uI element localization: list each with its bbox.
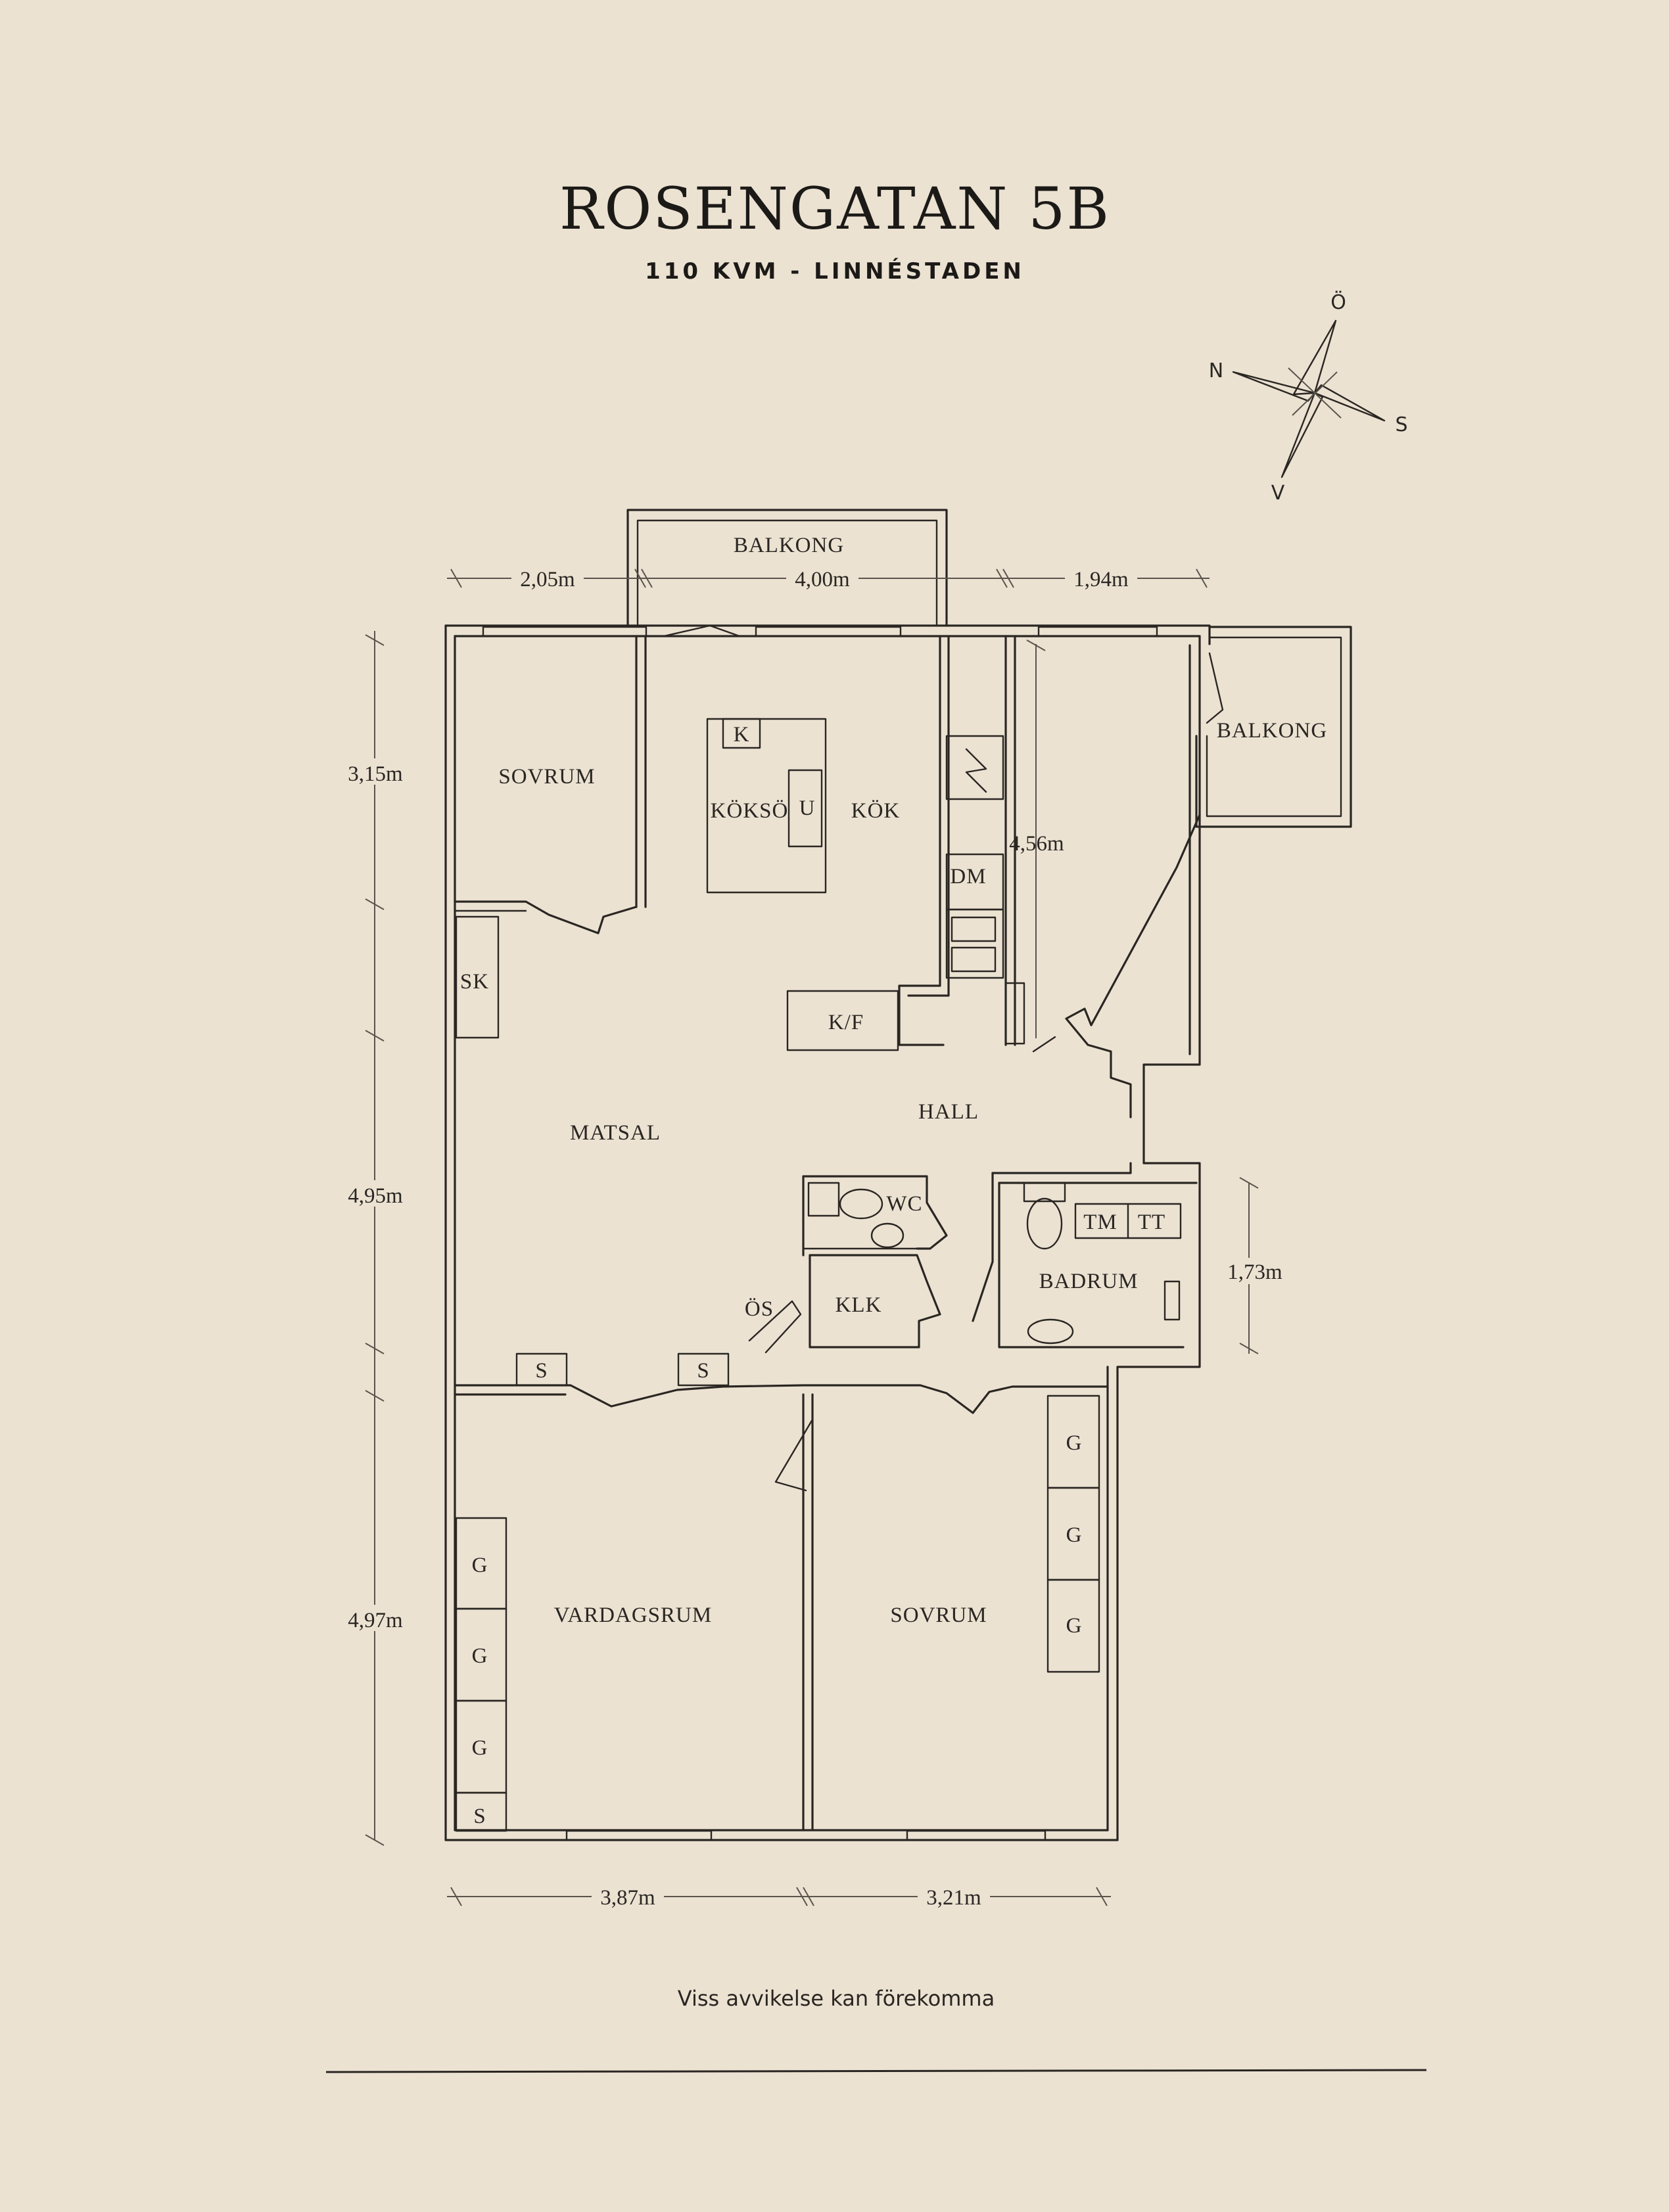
klk-closet bbox=[748, 1254, 941, 1354]
compass-west-label: V bbox=[1271, 482, 1285, 505]
sk-cabinet bbox=[455, 915, 500, 1039]
s-left-label: S bbox=[535, 1359, 548, 1383]
dim-left-mid: 4,95m bbox=[348, 1184, 403, 1208]
wc-label: WC bbox=[886, 1192, 922, 1216]
compass-east-label: Ö bbox=[1330, 290, 1346, 314]
dim-left-upper: 3,15m bbox=[348, 762, 403, 786]
tm-label: TM bbox=[1083, 1210, 1117, 1234]
dim-left-lower: 4,97m bbox=[348, 1609, 403, 1632]
compass-south-label: S bbox=[1395, 413, 1407, 436]
sovrum-top-label: SOVRUM bbox=[498, 765, 595, 789]
tt-label: TT bbox=[1138, 1210, 1165, 1234]
wardrobe-g2-label: G bbox=[472, 1644, 488, 1668]
wardrobe-g6-label: G bbox=[1066, 1614, 1083, 1638]
kitchen-island bbox=[706, 718, 827, 894]
compass-north-label: N bbox=[1209, 359, 1223, 382]
footer-divider bbox=[325, 2069, 1427, 2073]
badrum-label: BADRUM bbox=[1039, 1270, 1139, 1293]
balkong-right-label: BALKONG bbox=[1217, 719, 1327, 743]
wardrobe-g5-label: G bbox=[1066, 1523, 1083, 1547]
s-mid-label: S bbox=[697, 1359, 709, 1383]
u-label: U bbox=[799, 796, 816, 820]
dim-bottom-right: 3,21m bbox=[926, 1886, 981, 1910]
kf-label: K/F bbox=[828, 1011, 864, 1034]
bathroom bbox=[972, 1162, 1198, 1348]
top-windows bbox=[482, 624, 1158, 637]
dim-top-right: 1,94m bbox=[1073, 568, 1129, 591]
koksö-label: KÖKSÖ bbox=[711, 799, 789, 823]
disclaimer-note: Viss avvikelse kan förekomma bbox=[678, 1986, 995, 2011]
hall-label: HALL bbox=[918, 1100, 979, 1124]
hall-walls bbox=[1032, 814, 1201, 1118]
wardrobe-g1-label: G bbox=[472, 1554, 488, 1577]
os-label: ÖS bbox=[745, 1297, 774, 1321]
sovrum-top-walls bbox=[454, 635, 647, 934]
bottom-windows bbox=[565, 1830, 1046, 1841]
sovrum-bottom-label: SOVRUM bbox=[890, 1603, 987, 1627]
dim-hall-vertical: 4,56m bbox=[1009, 832, 1064, 856]
page-subtitle: 110 KVM - LINNÉSTADEN bbox=[645, 258, 1025, 285]
klk-label: KLK bbox=[835, 1293, 882, 1317]
dim-bath-right: 1,73m bbox=[1227, 1260, 1282, 1284]
vardagsrum-label: VARDAGSRUM bbox=[554, 1603, 712, 1627]
k-label: K bbox=[734, 723, 750, 747]
balkong-top-label: BALKONG bbox=[734, 534, 844, 557]
sk-label: SK bbox=[460, 970, 489, 994]
wardrobes-left bbox=[455, 1517, 507, 1832]
wardrobe-g4-label: G bbox=[1066, 1431, 1083, 1455]
compass-rose-icon: Ö N S V bbox=[1209, 290, 1408, 505]
dm-label: DM bbox=[950, 865, 986, 888]
right-balcony bbox=[1195, 626, 1352, 828]
wardrobes-right bbox=[1046, 1394, 1100, 1673]
dim-bottom-left: 3,87m bbox=[600, 1886, 655, 1910]
matsal-label: MATSAL bbox=[570, 1121, 661, 1145]
page-title: ROSENGATAN 5B bbox=[559, 175, 1110, 242]
dim-top-left: 2,05m bbox=[520, 568, 575, 591]
kok-label: KÖK bbox=[851, 799, 901, 823]
mid-walls bbox=[454, 1352, 1109, 1832]
wardrobe-g3-label: G bbox=[472, 1736, 488, 1760]
dim-top-mid: 4,00m bbox=[795, 568, 850, 591]
kitchen-units bbox=[786, 635, 1025, 1051]
wardrobe-s-label: S bbox=[473, 1805, 486, 1828]
wc-room bbox=[802, 1175, 948, 1256]
